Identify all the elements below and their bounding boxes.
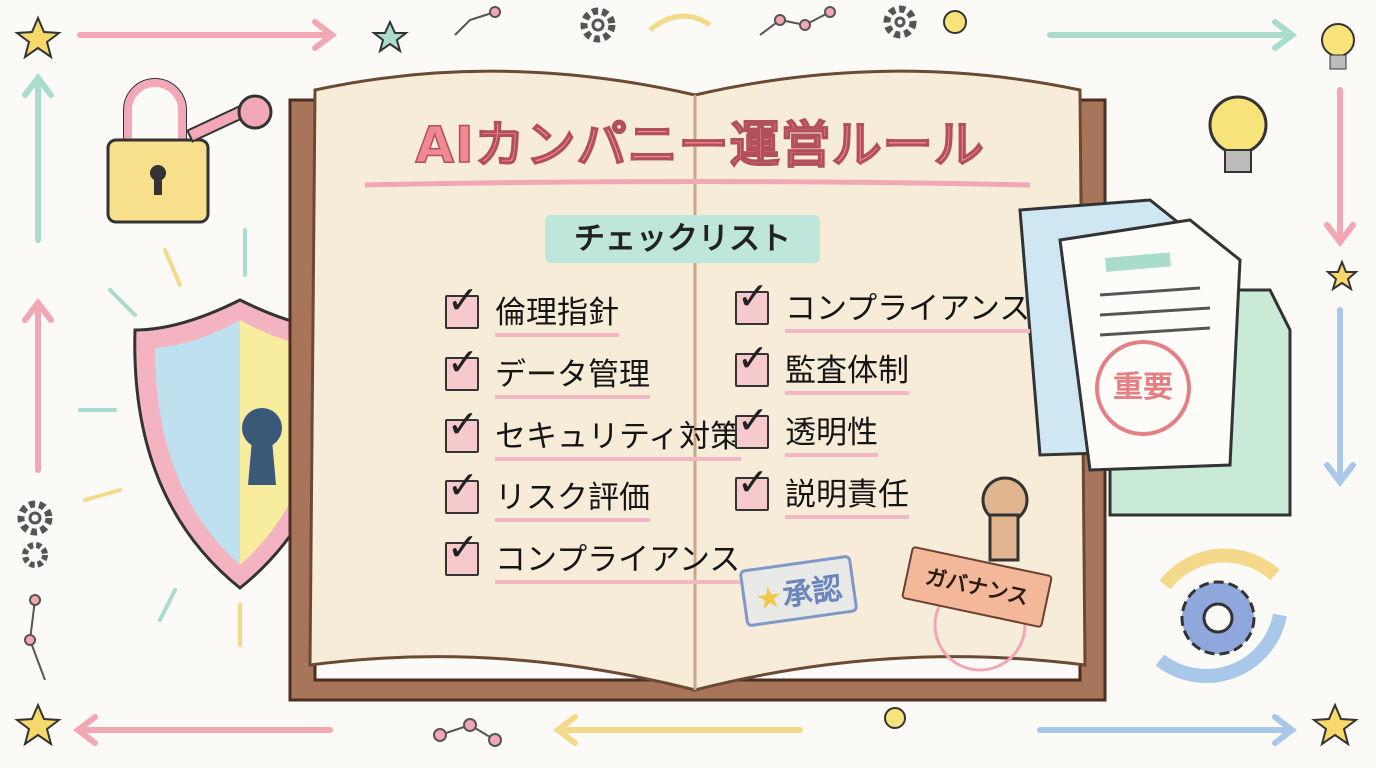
checklist-label: コンプライアンス bbox=[495, 534, 741, 584]
checklist-label: 倫理指針 bbox=[495, 287, 619, 337]
check-icon: ✓ bbox=[447, 278, 479, 322]
arrow-icon bbox=[22, 73, 54, 243]
lock-icon bbox=[106, 78, 210, 224]
checklist-label: リスク評価 bbox=[495, 472, 650, 522]
checkbox[interactable]: ✓ bbox=[445, 343, 479, 391]
keyhole-icon bbox=[242, 408, 282, 485]
check-icon: ✓ bbox=[447, 402, 479, 446]
checklist-label: セキュリティ対策 bbox=[495, 411, 742, 461]
checklist-label: 透明性 bbox=[785, 407, 878, 457]
checklist-label: 説明責任 bbox=[785, 469, 909, 519]
arrow-icon bbox=[1037, 714, 1297, 746]
star-icon bbox=[371, 19, 409, 54]
arrow-icon bbox=[73, 714, 333, 746]
check-icon: ✓ bbox=[737, 336, 769, 380]
gear-icon bbox=[17, 5, 917, 568]
network-icon bbox=[24, 6, 836, 747]
checklist-item[interactable]: ✓ 監査体制 bbox=[735, 339, 909, 395]
check-icon: ✓ bbox=[447, 340, 479, 384]
arrow-icon bbox=[1324, 87, 1356, 247]
checkbox[interactable]: ✓ bbox=[735, 401, 769, 449]
check-icon: ✓ bbox=[737, 398, 769, 442]
checklist-item[interactable]: ✓ リスク評価 bbox=[445, 466, 650, 522]
checklist-heading: チェックリスト bbox=[545, 215, 820, 263]
checklist-label: 監査体制 bbox=[785, 345, 909, 395]
approve-stamp-text: 承認 bbox=[780, 571, 845, 615]
checklist-item[interactable]: ✓ 透明性 bbox=[735, 401, 878, 457]
lightbulb-icon bbox=[884, 10, 1355, 729]
checklist-item[interactable]: ✓ データ管理 bbox=[445, 343, 650, 399]
title-underline bbox=[364, 179, 1031, 188]
checklist-label: コンプライアンス bbox=[785, 283, 1031, 333]
arrow-icon bbox=[648, 13, 712, 32]
important-stamp: 重要 bbox=[1095, 340, 1191, 436]
checkbox[interactable]: ✓ bbox=[445, 528, 479, 576]
arrow-icon bbox=[1324, 307, 1356, 487]
checkbox[interactable]: ✓ bbox=[445, 405, 479, 453]
checkbox[interactable]: ✓ bbox=[735, 277, 769, 325]
key-icon bbox=[186, 94, 273, 143]
arrow-icon bbox=[553, 714, 803, 746]
check-icon: ✓ bbox=[737, 460, 769, 504]
checklist-item[interactable]: ✓ 説明責任 bbox=[735, 463, 909, 519]
arrow-icon bbox=[1047, 19, 1297, 51]
checklist-item[interactable]: ✓ コンプライアンス bbox=[445, 528, 741, 584]
arrow-icon bbox=[77, 19, 337, 51]
checkbox[interactable]: ✓ bbox=[735, 339, 769, 387]
arrow-icon bbox=[22, 298, 54, 473]
check-icon: ✓ bbox=[447, 525, 479, 569]
checkbox[interactable]: ✓ bbox=[445, 281, 479, 329]
checklist-item[interactable]: ✓ コンプライアンス bbox=[735, 277, 1031, 333]
star-icon bbox=[14, 15, 1359, 747]
checkbox[interactable]: ✓ bbox=[735, 463, 769, 511]
check-icon: ✓ bbox=[737, 274, 769, 318]
page-title: AIカンパニー運営ルール bbox=[415, 115, 985, 175]
gear-icon bbox=[1155, 548, 1287, 683]
checklist-item[interactable]: ✓ 倫理指針 bbox=[445, 281, 619, 337]
stamp-handle-icon bbox=[933, 476, 1029, 672]
checklist-label: データ管理 bbox=[495, 349, 650, 399]
check-icon: ✓ bbox=[447, 463, 479, 507]
checkbox[interactable]: ✓ bbox=[445, 466, 479, 514]
checklist-item[interactable]: ✓ セキュリティ対策 bbox=[445, 405, 742, 461]
book-icon bbox=[288, 69, 1107, 702]
